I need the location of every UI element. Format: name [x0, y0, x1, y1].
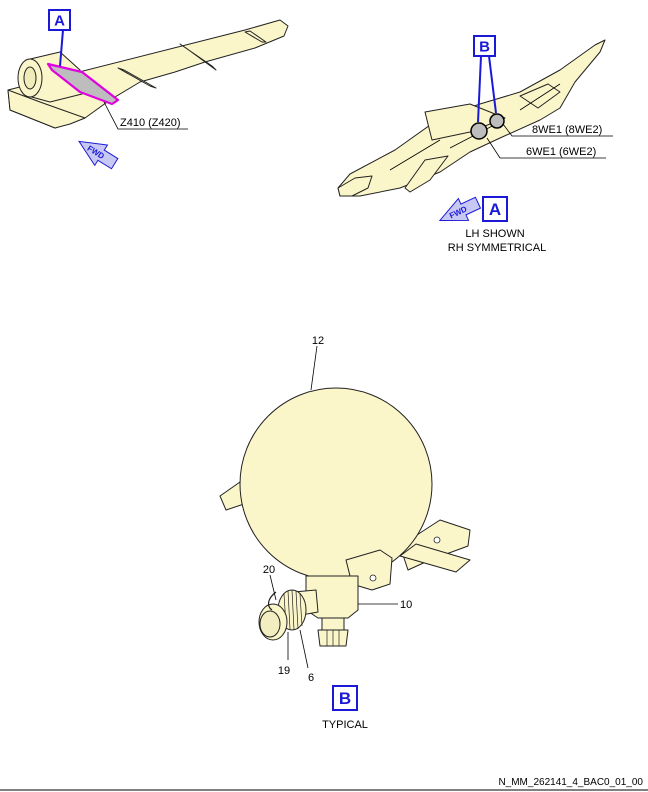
right-bracket-flange: [399, 543, 471, 573]
cap-face: [259, 610, 281, 638]
knurl-lines: [283, 589, 303, 631]
flap-fairing-3: [244, 30, 267, 43]
wing-illustration: A Z410 (Z420) FWD: [7, 9, 289, 170]
flap-fairing-2: [179, 43, 217, 71]
equipment-6we1: [470, 122, 488, 140]
equip-label-1: 8WE1 (8WE2): [532, 124, 602, 136]
note-line-1: LH SHOWN: [465, 228, 524, 240]
tail-fairing: [519, 83, 561, 109]
view-b-leader-1: [477, 55, 482, 123]
wing-root-fairing: [424, 103, 506, 141]
item-12-label: 12: [312, 335, 324, 347]
engine-intake-inner: [23, 66, 37, 90]
bottom-fitting: [321, 617, 345, 631]
view-b-leader-2: [488, 55, 497, 114]
detail-view-b-label: B: [339, 689, 351, 708]
item-12-leader: [310, 345, 318, 391]
ref-view-a-label: A: [489, 200, 501, 219]
equip-label-2: 6WE1 (6WE2): [526, 146, 596, 158]
view-a-box: [48, 9, 71, 31]
bracket-hole-1: [433, 536, 441, 544]
wing-trailing-edge: [7, 89, 86, 129]
item-6-label: 6: [308, 672, 314, 684]
zone-label: Z410 (Z420): [120, 117, 181, 129]
zone-leader: [103, 101, 188, 130]
figure-id: N_MM_262141_4_BAC0_01_00: [498, 777, 643, 788]
view-b-label: B: [479, 39, 490, 56]
flap-fairing-1: [117, 67, 157, 89]
view-a-label: A: [54, 13, 65, 30]
fwd-arrow-icon-2: FWD: [438, 196, 482, 221]
item-20-leader: [269, 574, 277, 601]
item-19-label: 19: [278, 665, 290, 677]
item-6-leader: [299, 629, 309, 669]
fwd-arrow-icon: FWD: [78, 140, 119, 170]
detail-view-b-box: [332, 685, 358, 711]
detail-caption: TYPICAL: [322, 719, 368, 731]
equip-leader-1: [502, 123, 613, 137]
item-20-label: 20: [263, 564, 275, 576]
ref-view-a-box: [482, 196, 508, 222]
equipment-8we1: [489, 113, 505, 129]
bottom-nut-lines: [326, 630, 340, 646]
fuselage-nose: [337, 175, 373, 197]
zone-highlight: [46, 62, 120, 106]
equip-leader-2: [486, 137, 606, 159]
item-10-label: 10: [400, 599, 412, 611]
view-a-leader: [59, 29, 64, 67]
detail-illustration: 12 10 20 19 6 B TYPICAL: [219, 335, 471, 731]
fuselage-panel-line-3: [519, 83, 561, 111]
note-line-2: RH SYMMETRICAL: [448, 242, 546, 254]
bracket-hole-2: [369, 574, 377, 582]
reservoir-sphere: [239, 387, 433, 581]
landing-gear-fairing: [404, 155, 449, 193]
fuselage-illustration: B 8WE1 (8WE2) 6WE1 (6WE2) FWD A LH SHOWN…: [337, 35, 613, 254]
fuselage-panel-line-1: [389, 139, 441, 171]
view-b-box: [473, 35, 496, 57]
